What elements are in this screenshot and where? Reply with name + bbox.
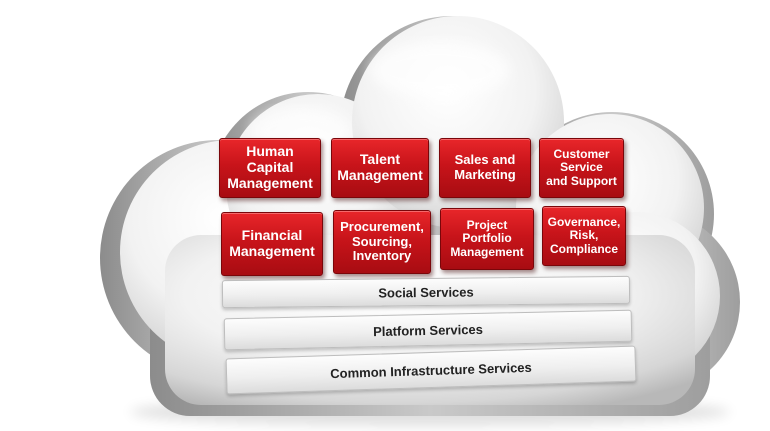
tile-financial-management: Financial Management [221,212,323,276]
tile-project-portfolio-management: Project Portfolio Management [440,208,534,270]
tile-label: Financial Management [229,227,315,259]
tile-talent-management: Talent Management [331,138,429,198]
tile-sales-and-marketing: Sales and Marketing [439,138,531,198]
band-label: Social Services [378,284,474,300]
tile-label: Sales and Marketing [454,152,516,182]
tile-governance-risk-compliance: Governance, Risk, Compliance [542,206,626,266]
tile-human-capital-management: Human Capital Management [219,138,321,198]
tile-label: Human Capital Management [227,143,313,191]
tile-label: Governance, Risk, Compliance [547,214,621,256]
band-label: Platform Services [372,321,484,339]
tile-label: Customer Service and Support [546,146,617,188]
tile-customer-service-and-support: Customer Service and Support [539,138,624,198]
tile-procurement-sourcing-inventory: Procurement, Sourcing, Inventory [333,210,431,274]
tile-label: Project Portfolio Management [450,217,524,259]
band-social-services: Social Services [221,275,631,309]
band-label: Common Infrastructure Services [330,359,532,381]
tile-label: Procurement, Sourcing, Inventory [340,219,424,264]
tile-label: Talent Management [337,151,423,183]
